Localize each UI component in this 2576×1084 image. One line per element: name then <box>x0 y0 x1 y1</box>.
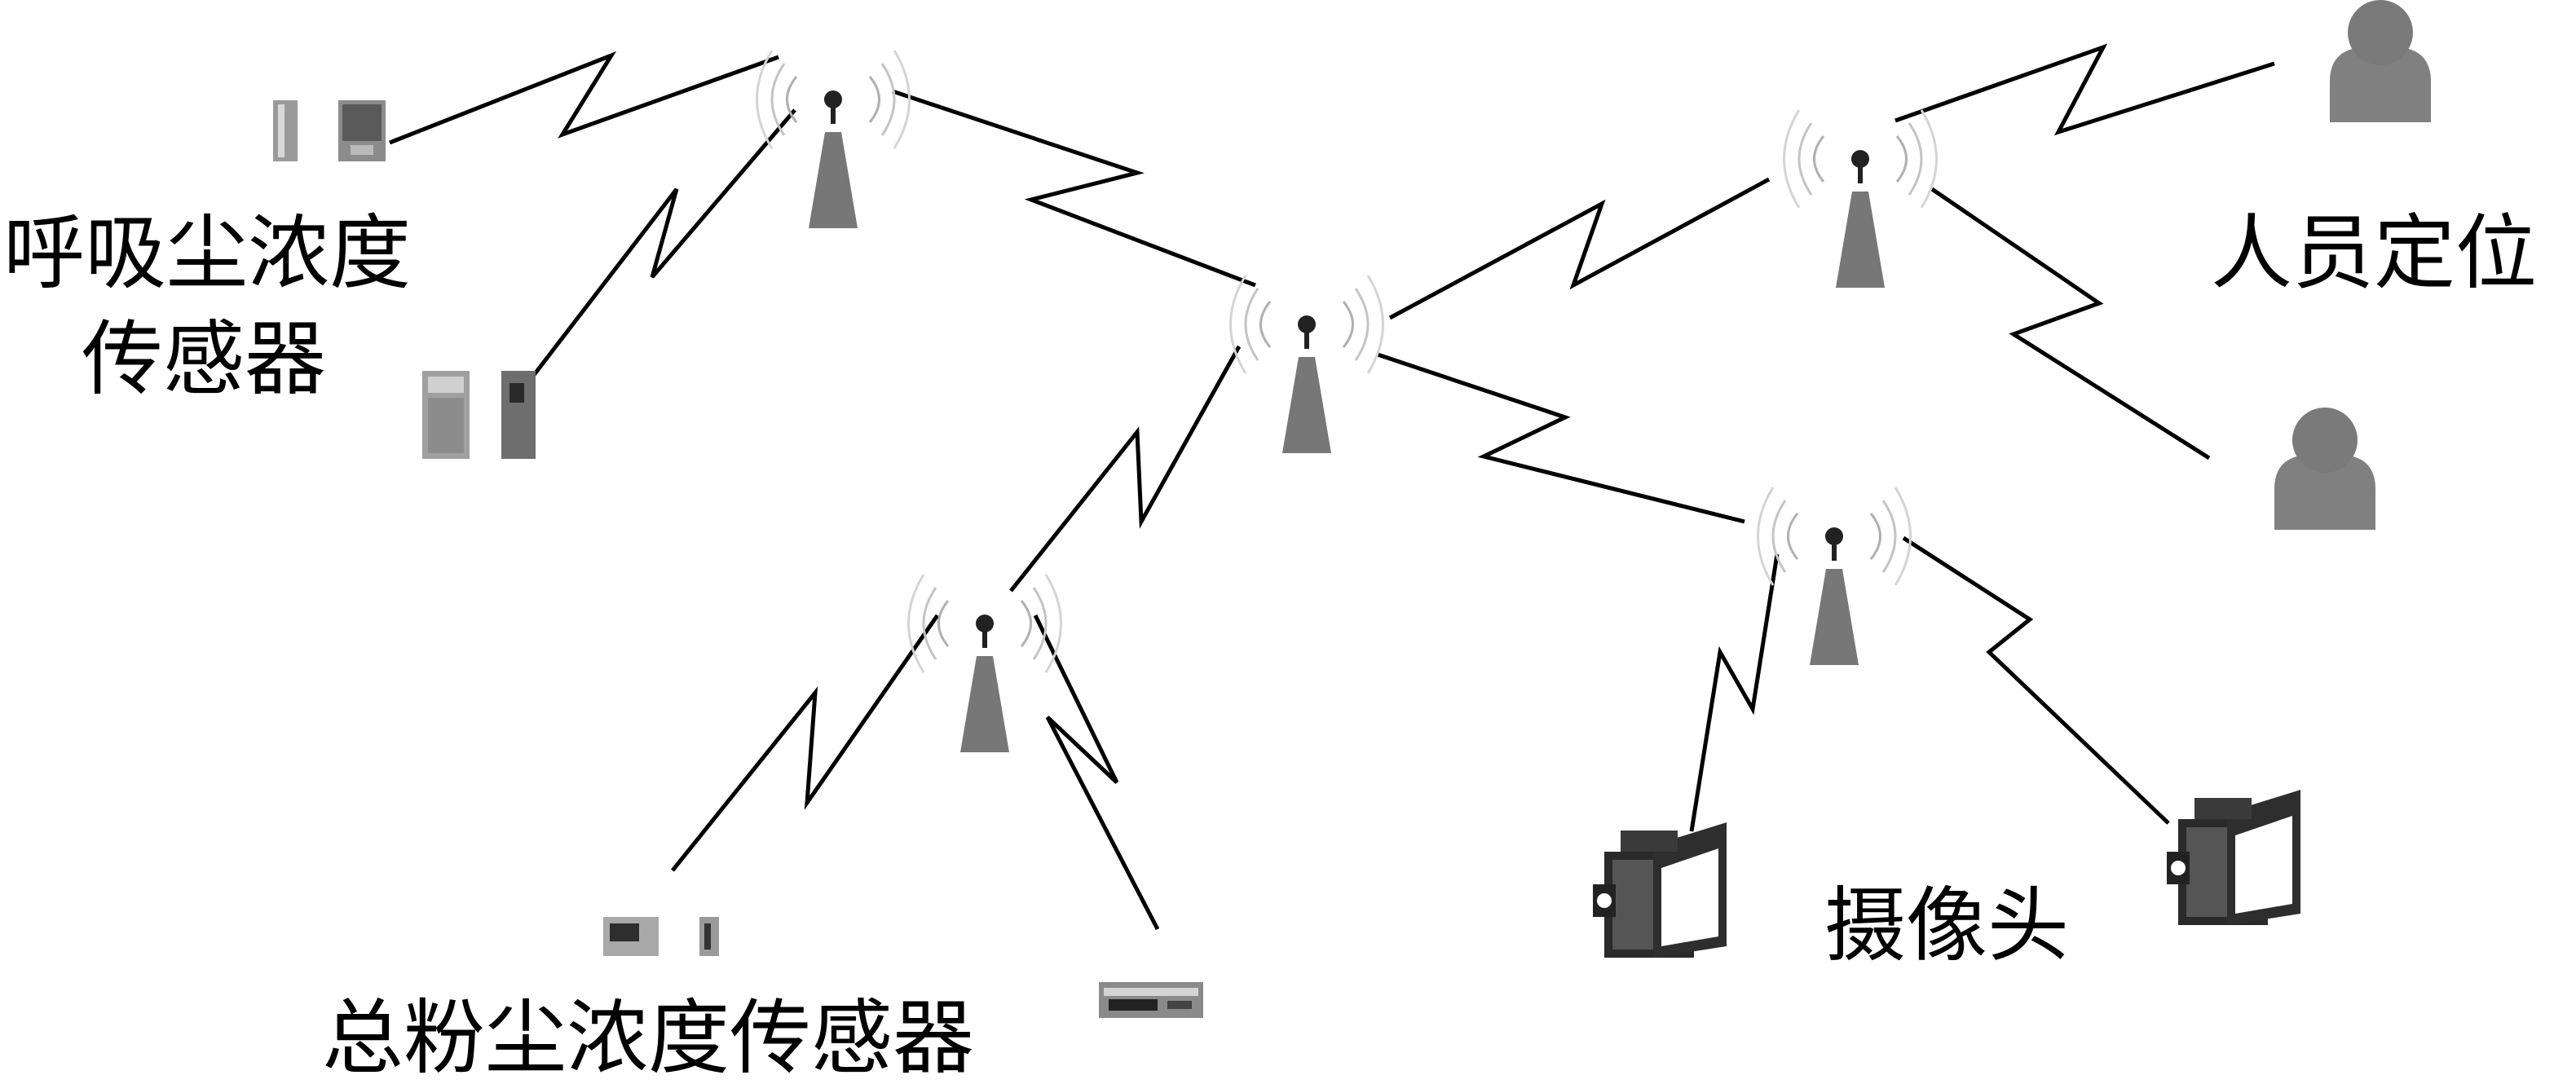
respirable-dust-sensor-1 <box>273 100 386 161</box>
base-station-d <box>909 575 1061 752</box>
base-station-a <box>757 51 910 228</box>
base-station-e <box>1758 487 1911 665</box>
wireless-link <box>1902 535 2170 825</box>
person-2 <box>2274 408 2375 530</box>
respirable-dust-sensor-label-line1: 呼吸尘浓度 <box>3 205 411 301</box>
wireless-link <box>1689 553 1780 832</box>
video-camera-icon <box>1593 822 1727 958</box>
wireless-tower-icon <box>757 51 910 228</box>
wireless-link <box>1388 177 1771 320</box>
person-icon <box>2330 0 2431 122</box>
wireless-link <box>671 614 940 872</box>
wireless-link <box>389 51 779 145</box>
wireless-tower-icon <box>1231 275 1383 453</box>
camera-1 <box>1593 822 1727 958</box>
wireless-links <box>389 43 2275 931</box>
total-dust-sensor-label: 总粉尘浓度传感器 <box>322 990 974 1084</box>
video-camera-icon <box>2167 790 2300 925</box>
personnel-positioning-label: 人员定位 <box>2211 205 2537 301</box>
person-icon <box>2274 408 2375 530</box>
wireless-link <box>532 108 796 377</box>
base-station-b <box>1784 110 1937 288</box>
respirable-dust-sensor-label-line2: 传感器 <box>82 311 326 407</box>
wireless-link <box>1009 345 1242 593</box>
wireless-tower-icon <box>1784 110 1937 288</box>
wireless-link <box>892 89 1256 288</box>
total-dust-sensor-2 <box>1099 982 1203 1018</box>
wireless-link <box>1895 43 2275 136</box>
camera-label: 摄像头 <box>1824 878 2069 973</box>
wireless-tower-icon <box>1758 487 1911 665</box>
person-1 <box>2330 0 2431 122</box>
wireless-link <box>1930 187 2211 460</box>
wireless-link <box>1033 614 1160 931</box>
base-station-c <box>1231 275 1383 453</box>
wireless-tower-icon <box>909 575 1061 752</box>
wireless-link <box>1377 352 1745 524</box>
total-dust-sensor-1 <box>603 917 719 956</box>
camera-2 <box>2167 790 2300 925</box>
respirable-dust-sensor-2 <box>422 371 536 459</box>
